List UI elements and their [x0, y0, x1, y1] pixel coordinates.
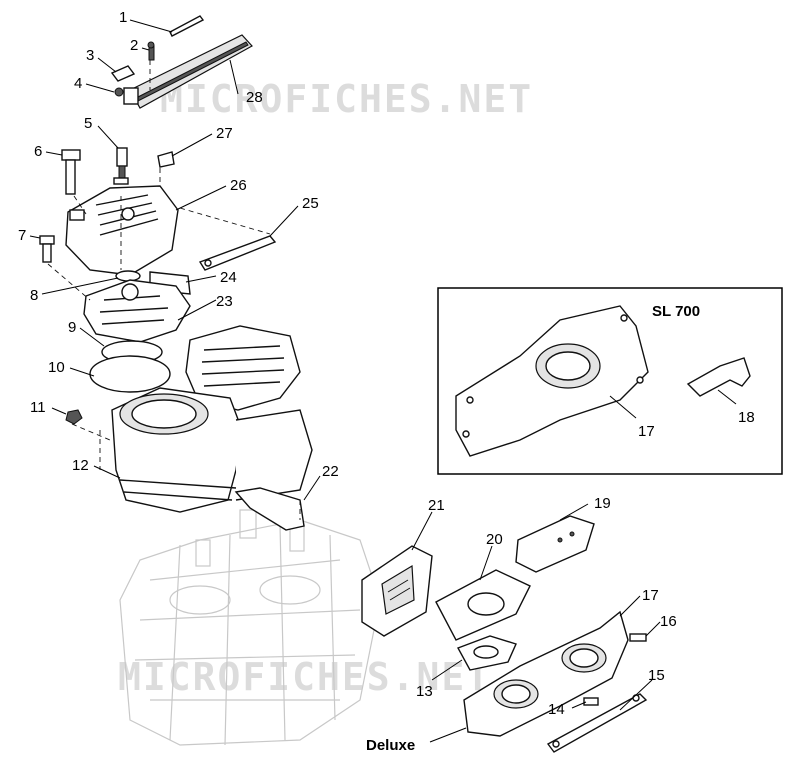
callout-1: 1: [119, 9, 127, 26]
callout-26: 26: [230, 177, 247, 194]
callout-17-inset: 17: [638, 423, 655, 440]
callout-4: 4: [74, 75, 82, 92]
callout-21: 21: [428, 497, 445, 514]
callout-24: 24: [220, 269, 237, 286]
callout-9: 9: [68, 319, 76, 336]
crankcase-ghost: [119, 509, 381, 746]
callout-25: 25: [302, 195, 319, 212]
callout-19: 19: [594, 495, 611, 512]
callout-12: 12: [72, 457, 89, 474]
callout-17-deluxe: 17: [642, 587, 659, 604]
callout-8: 8: [30, 287, 38, 304]
callout-5: 5: [84, 115, 92, 132]
variant-label-deluxe: Deluxe: [366, 737, 415, 754]
callout-labels: 1 2 3 4 5 6 7 8 9 10 11 12 13 14 15 16 1…: [18, 9, 755, 754]
watermark-bottom: MICROFICHES.NET: [118, 655, 491, 699]
sl700-inset-parts: [455, 305, 751, 457]
callout-16: 16: [660, 613, 677, 630]
callout-20: 20: [486, 531, 503, 548]
sl700-inset-box: [437, 287, 783, 475]
assembly-dash-lines: [47, 60, 301, 520]
callout-6: 6: [34, 143, 42, 160]
callout-2: 2: [130, 37, 138, 54]
callout-22: 22: [322, 463, 339, 480]
callout-15: 15: [648, 667, 665, 684]
inset-title: SL 700: [652, 303, 700, 320]
callout-28: 28: [246, 89, 263, 106]
callout-13: 13: [416, 683, 433, 700]
callout-14: 14: [548, 701, 565, 718]
leader-lines: [29, 19, 737, 743]
callout-23: 23: [216, 293, 233, 310]
callout-11: 11: [30, 399, 46, 416]
watermark-top: MICROFICHES.NET: [160, 77, 533, 121]
parts-left-stack: [39, 15, 313, 531]
callout-10: 10: [48, 359, 65, 376]
callout-27: 27: [216, 125, 233, 142]
parts-intake-deluxe: [361, 515, 648, 753]
callout-3: 3: [86, 47, 94, 64]
callout-7: 7: [18, 227, 26, 244]
callout-18: 18: [738, 409, 755, 426]
